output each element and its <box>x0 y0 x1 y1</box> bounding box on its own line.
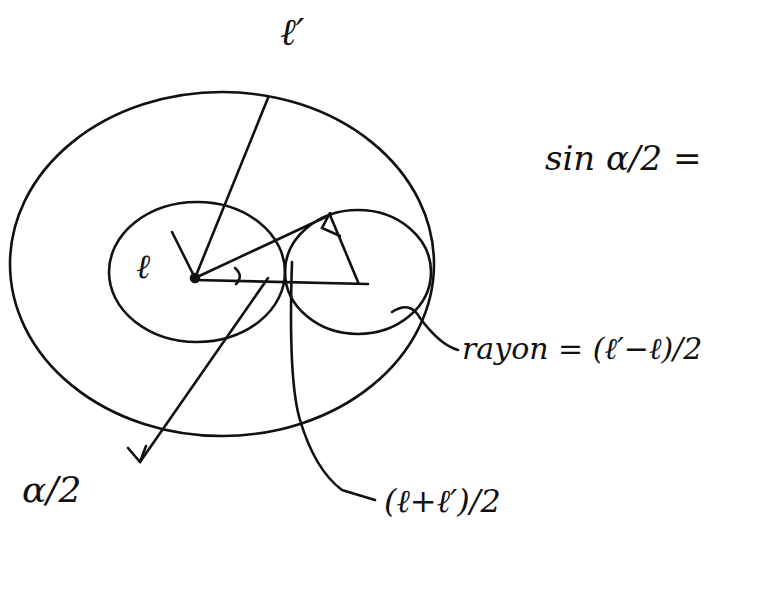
center-dot <box>191 274 199 282</box>
radius-line <box>330 215 358 282</box>
math-label: rayon = (ℓ′−ℓ)/2 <box>462 332 702 365</box>
tangent-line <box>195 215 330 278</box>
math-label: ℓ′ <box>280 12 304 54</box>
leader-line <box>140 278 268 462</box>
outer-circle <box>10 92 434 436</box>
math-label: ℓ <box>136 248 150 285</box>
math-label: (ℓ+ℓ′)/2 <box>384 484 501 519</box>
right-circle <box>285 210 431 334</box>
math-label: α/2 <box>22 470 81 510</box>
center-line <box>195 280 368 284</box>
leader-line <box>291 262 375 500</box>
radius-line <box>195 98 268 278</box>
angle-arc <box>235 268 240 284</box>
leader-arrow <box>128 446 146 462</box>
math-label: sin α/2 = <box>545 140 701 177</box>
radius-line <box>172 232 195 278</box>
leader-line <box>392 307 458 350</box>
angle-mark <box>322 213 340 236</box>
